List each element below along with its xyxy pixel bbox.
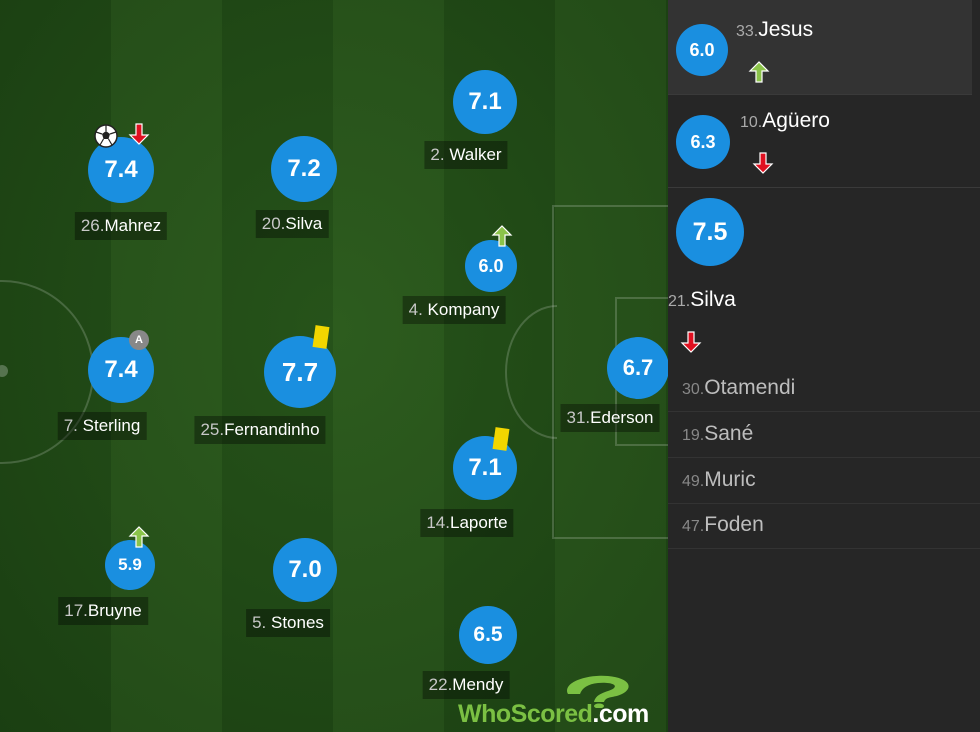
subbed-off-arrow-icon bbox=[128, 123, 150, 145]
bench-item-sane[interactable]: 19.Sané bbox=[668, 412, 980, 458]
bench-label: 30.Otamendi bbox=[682, 376, 796, 399]
logo-text: WhoScored bbox=[458, 700, 593, 728]
substitutes-panel: 6.0 33.Jesus 6.3 10.Agüero 7.5 21.Silva … bbox=[668, 0, 980, 732]
rating-bubble: 6.0 bbox=[676, 24, 728, 76]
player-name-label: 26.Mahrez bbox=[74, 212, 168, 240]
bench-label: 19.Sané bbox=[682, 422, 754, 445]
player-name-label: 22.Mendy bbox=[422, 671, 510, 699]
subbed-on-arrow-icon bbox=[128, 526, 150, 548]
bench-label: 47.Foden bbox=[682, 513, 764, 536]
bench-item-otamendi[interactable]: 30.Otamendi bbox=[668, 366, 980, 412]
subbed-off-arrow-icon bbox=[752, 152, 774, 174]
whoscored-logo: WhoScored.com bbox=[458, 672, 658, 730]
player-name-label: 4. Kompany bbox=[402, 296, 506, 324]
bench-item-foden[interactable]: 47.Foden bbox=[668, 503, 980, 549]
subbed-on-arrow-icon bbox=[748, 61, 770, 83]
sub-name-label: 33.Jesus bbox=[736, 18, 814, 41]
player-name-label: 2. Walker bbox=[424, 141, 508, 169]
yellow-card-icon bbox=[312, 325, 330, 349]
rating-bubble: 6.5 bbox=[459, 606, 517, 664]
sub-name-label: 10.Agüero bbox=[740, 109, 830, 132]
sub-row-silva-21[interactable]: 7.5 21.Silva bbox=[668, 188, 980, 366]
player-name-label: 7. Sterling bbox=[57, 412, 147, 440]
sub-row-jesus[interactable]: 6.0 33.Jesus bbox=[668, 0, 972, 95]
rating-bubble: 7.1 bbox=[453, 70, 517, 134]
subbed-on-arrow-icon bbox=[491, 225, 513, 247]
rating-bubble: 7.5 bbox=[676, 198, 744, 266]
sub-row-aguero[interactable]: 6.3 10.Agüero bbox=[668, 95, 980, 188]
captain-badge-icon: A bbox=[129, 330, 149, 350]
goal-ball-icon bbox=[94, 124, 118, 148]
player-name-label: 17.Bruyne bbox=[58, 597, 148, 625]
rating-bubble: 7.2 bbox=[271, 136, 337, 202]
center-spot bbox=[0, 365, 8, 377]
bench-label: 49.Muric bbox=[682, 468, 756, 491]
subbed-off-arrow-icon bbox=[680, 331, 702, 353]
rating-bubble: 7.1 bbox=[453, 436, 517, 500]
player-name-label: 14.Laporte bbox=[420, 509, 514, 537]
bench-item-muric[interactable]: 49.Muric bbox=[668, 458, 980, 504]
rating-bubble: 6.0 bbox=[465, 240, 517, 292]
player-name-label: 25.Fernandinho bbox=[194, 416, 326, 444]
sub-name-label: 21.Silva bbox=[668, 288, 736, 311]
logo-mark-icon bbox=[567, 675, 629, 708]
player-name-label: 5. Stones bbox=[246, 609, 330, 637]
rating-bubble: 7.0 bbox=[273, 538, 337, 602]
rating-bubble: 6.7 bbox=[607, 337, 668, 399]
player-name-label: 31.Ederson bbox=[560, 404, 660, 432]
player-name-label: 20.Silva bbox=[255, 210, 329, 238]
rating-bubble: 5.9 bbox=[105, 540, 155, 590]
rating-bubble: 6.3 bbox=[676, 115, 730, 169]
logo-text-suffix: .com bbox=[592, 700, 649, 728]
pitch: 7.4 26.Mahrez 7.2 20.Silva 7.1 2. Walker… bbox=[0, 0, 668, 732]
rating-bubble: 7.4 bbox=[88, 137, 154, 203]
